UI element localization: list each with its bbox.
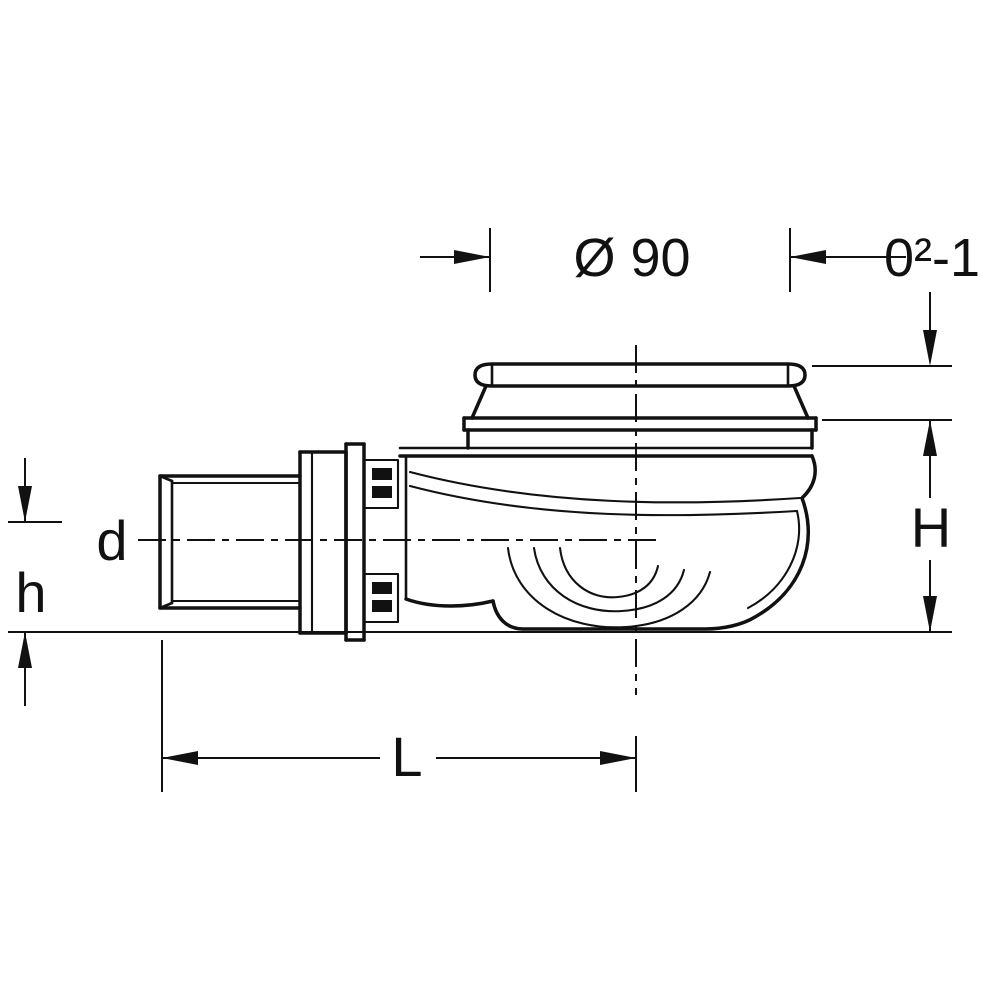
centerlines	[138, 345, 658, 695]
height-label: H	[911, 496, 951, 559]
label-pipe-diameter: d	[96, 509, 127, 572]
dimension-trap-height: h	[8, 458, 62, 706]
length-label: L	[391, 725, 422, 788]
arrowhead-left-icon	[790, 250, 826, 264]
diameter-label: Ø 90	[573, 228, 690, 288]
flange-offset-label: 0²-1	[884, 228, 980, 288]
dimension-flange-offset: 0²-1	[812, 228, 980, 367]
pipe-diameter-label: d	[96, 509, 127, 572]
arrowhead-down-icon	[923, 330, 937, 366]
arrowhead-down-icon	[18, 486, 32, 522]
arrowhead-right-icon	[600, 751, 636, 765]
dimension-height: H	[822, 419, 952, 632]
clip-top	[364, 458, 400, 510]
dimension-diameter: Ø 90	[420, 228, 906, 292]
arrowhead-right-icon	[454, 250, 490, 264]
trap-height-label: h	[15, 561, 46, 624]
trap-body	[404, 454, 817, 631]
strainer-housing	[398, 384, 818, 458]
compression-fitting	[298, 442, 400, 642]
arrowhead-up-icon	[923, 420, 937, 456]
clip-bottom	[364, 572, 400, 624]
dimension-length: L	[161, 640, 637, 792]
inlet-pipe	[158, 474, 302, 610]
arrowhead-up-icon	[18, 632, 32, 668]
flange	[473, 362, 807, 388]
arrowhead-left-icon	[162, 751, 198, 765]
arrowhead-down-icon	[923, 596, 937, 632]
